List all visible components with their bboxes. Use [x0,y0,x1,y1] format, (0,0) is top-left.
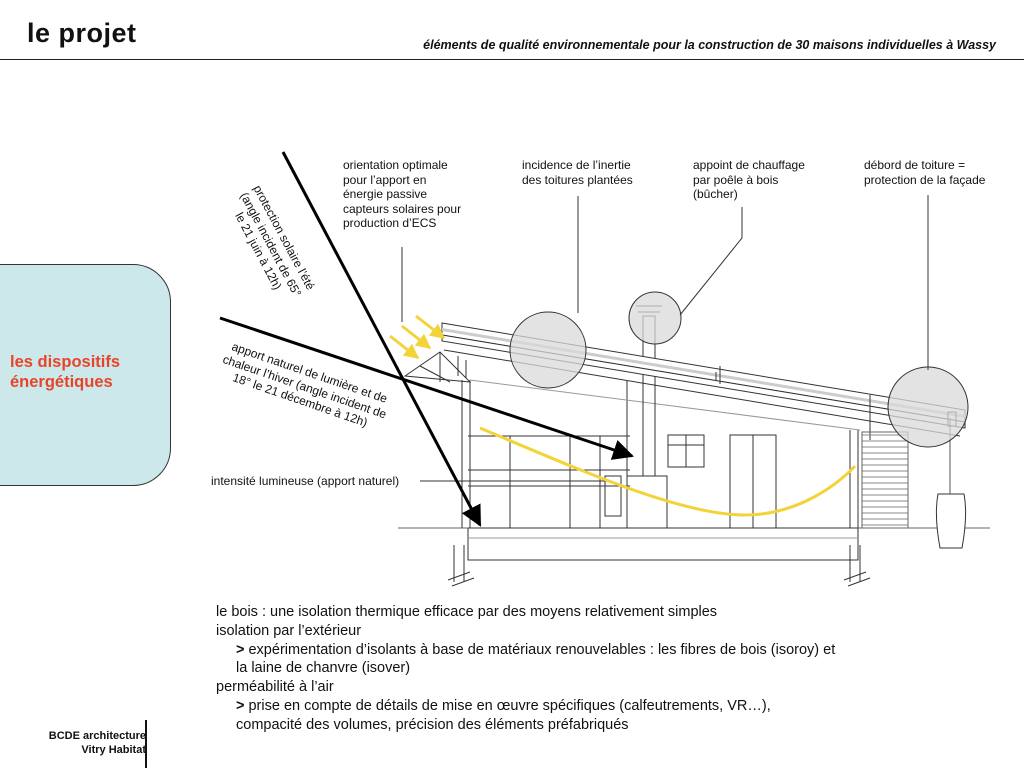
solar-collector [403,351,472,383]
label-chauffage: appoint de chauffage par poêle à bois (b… [693,158,805,201]
floor-slab [398,527,990,587]
bullet-marker-1: > [236,641,245,658]
footer-divider [145,720,147,768]
footer-line2: Vitry Habitat [81,743,146,756]
label-hiver: apport naturel de lumière et de chaleur … [221,339,390,430]
sun-ray-summer [281,151,482,527]
footer-line1: BCDE architecture [48,730,146,742]
body-text: le bois : une isolation thermique effica… [216,603,916,735]
footer-credits: BCDE architecture Vitry Habitat [49,730,146,757]
body-bullet-2: > prise en compte de détails de mise en … [216,697,916,716]
label-orientation: orientation optimale pour l’apport en én… [343,158,462,230]
label-intensite: intensité lumineuse (apport naturel) [211,474,400,488]
bullet-text-2: prise en compte de détails de mise en œu… [244,697,771,714]
callout-circles [509,291,969,448]
house-section-diagram: orientation optimale pour l’apport en én… [211,151,990,587]
body-line-permeabilite: perméabilité à l’air [216,679,334,696]
header-divider [0,59,1024,60]
page-subtitle: éléments de qualité environnementale pou… [423,38,996,52]
body-line-isolation: isolation par l’extérieur [216,622,362,639]
exterior-shutter [861,431,909,529]
page-title: le projet [27,18,137,48]
side-label-line1: les dispositifs [10,353,121,371]
body-bullet-1: > expérimentation d’isolants à base de m… [216,641,916,660]
leader-lines [401,195,929,482]
side-label-line2: énergétiques [10,373,113,391]
body-bullet-2-cont: compacité des volumes, précision des élé… [236,716,629,733]
label-debord: débord de toiture = protection de la faç… [864,158,986,187]
bullet-text-1: expérimentation d’isolants à base de mat… [244,641,836,658]
label-ete: protection solaire l’été (angle incident… [232,182,318,299]
body-bullet-1-cont: la laine de chanvre (isover) [236,660,411,677]
callout-circle-debord [887,366,969,448]
house-walls [461,379,861,529]
body-line-bois: le bois : une isolation thermique effica… [216,604,718,620]
sun-ray-winter [219,316,634,460]
light-intensity-curve [479,426,857,517]
solar-gain-arrows [389,314,446,360]
side-panel-label: les dispositifs énergétiques [10,352,120,392]
callout-circle-inertie [509,311,587,389]
label-inertie: incidence de l’inertie des toitures plan… [522,158,633,187]
bullet-marker-2: > [236,697,245,714]
side-panel [0,264,171,486]
callout-circle-chauffage [628,291,682,345]
